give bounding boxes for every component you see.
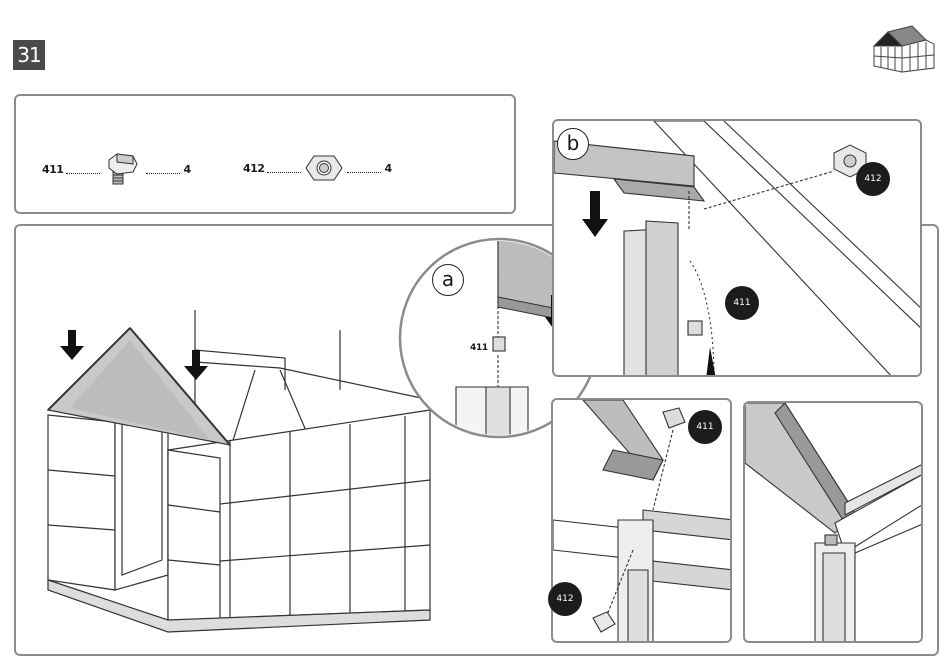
detail-b-illustration <box>554 121 922 377</box>
part-badge-411: 411 <box>688 410 722 444</box>
part-badge-412: 412 <box>548 582 582 616</box>
part-code: 411 <box>42 163 63 176</box>
part-badge-412: 412 <box>856 162 890 196</box>
part-row-412: 412 4 <box>243 150 392 186</box>
detail-b-panel <box>552 119 922 377</box>
detail-b-label: b <box>557 128 589 160</box>
leader-line <box>66 165 100 174</box>
part-badge-411: 411 <box>725 286 759 320</box>
leader-line <box>347 164 381 173</box>
bolt-icon <box>103 150 143 188</box>
part-quantity: 4 <box>183 163 191 176</box>
part-row-411: 411 4 <box>42 150 191 188</box>
detail-d-panel <box>743 401 923 643</box>
part-code: 412 <box>243 162 264 175</box>
part-quantity: 4 <box>384 162 392 175</box>
hex-nut-icon <box>304 150 344 186</box>
greenhouse-thumbnail-icon <box>868 22 940 80</box>
detail-a-part-label: 411 <box>470 343 488 353</box>
step-number-badge: 31 <box>13 40 45 70</box>
detail-d-illustration <box>745 403 923 643</box>
leader-line <box>146 165 180 174</box>
detail-a-label: a <box>432 264 464 296</box>
leader-line <box>267 164 301 173</box>
